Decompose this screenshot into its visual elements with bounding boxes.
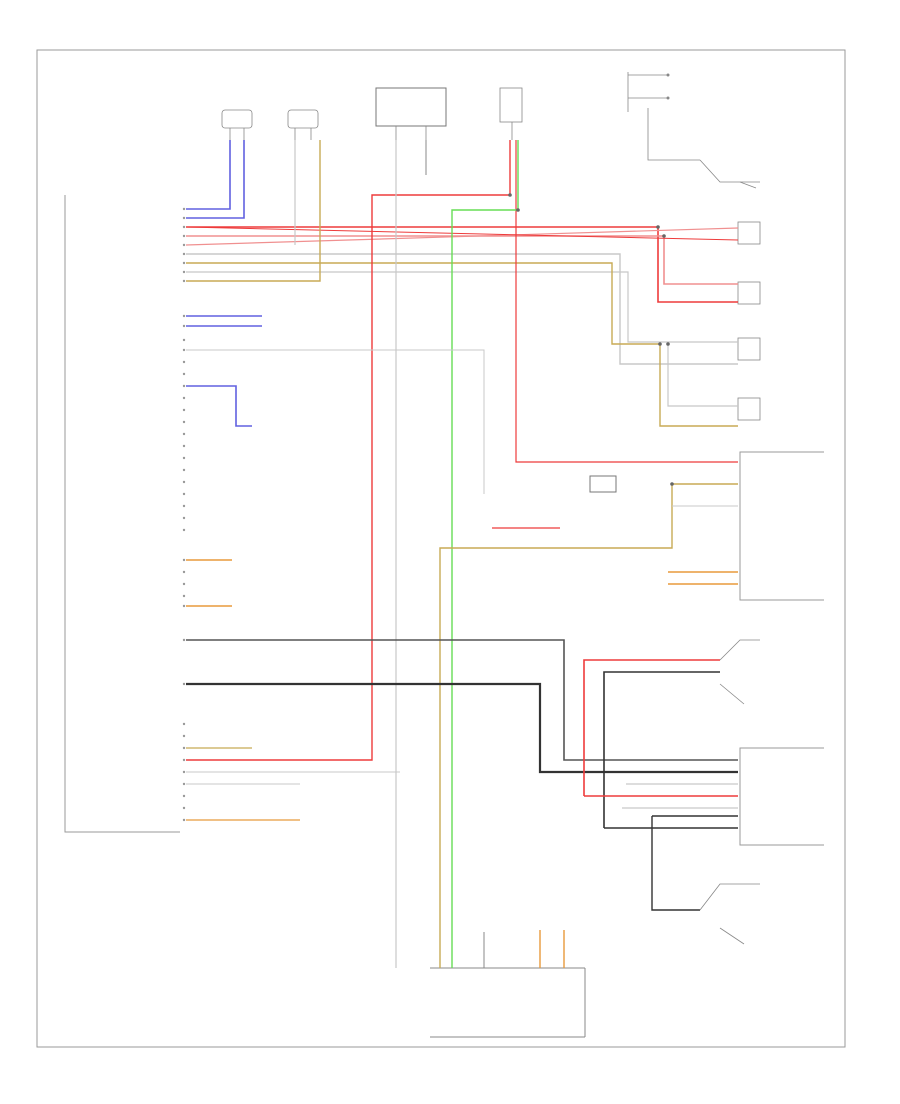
right-front-speaker [737, 221, 761, 245]
bottom-connector [430, 967, 586, 1038]
wire-dark-3 [603, 671, 720, 828]
wire-telephone-blue [186, 385, 252, 427]
wire-blue-2 [186, 140, 245, 219]
radio-module-bracket [64, 195, 180, 833]
wire-olive-left-1 [186, 262, 738, 427]
right-rear-speaker [737, 281, 761, 305]
wire-grey-telephone-misc [622, 783, 738, 809]
wire-orange-bottom [539, 930, 565, 968]
wire-grey-left-2 [186, 271, 738, 343]
left-rear-speaker [737, 397, 761, 421]
wire-red-front-2 [186, 235, 738, 285]
wire-olive-left-2 [186, 140, 321, 282]
antenna-amplifier [375, 87, 447, 140]
wire-blue-1 [186, 140, 231, 210]
telephone-module-bracket [739, 747, 824, 846]
wire-red-front-1 [186, 226, 738, 303]
left-front-speaker [737, 337, 761, 361]
antenna-relay [499, 87, 523, 140]
wire-red-antenna [186, 140, 511, 761]
relay-box [589, 475, 617, 493]
wire-red-front-4 [185, 226, 739, 241]
splice-points [508, 193, 674, 486]
wire-grey-misc [186, 771, 400, 785]
cd-changer-module-bracket [739, 451, 824, 601]
wire-dark-2 [186, 682, 738, 774]
ground-symbols [699, 181, 760, 945]
diagram-frame [36, 49, 846, 1048]
wire-pink-cd [515, 140, 738, 463]
wire-dark-5 [651, 816, 700, 911]
radio-pin-column [182, 207, 186, 822]
right-rear-tweeter [221, 109, 253, 140]
wire-grey-left-1 [186, 253, 738, 365]
left-rear-tweeter [287, 109, 319, 140]
wire-grey-cd-control [186, 349, 485, 494]
wire-green [451, 140, 519, 968]
wire-grey-left-4 [667, 344, 738, 407]
wire-red-front-3 [185, 227, 739, 246]
rear-window-antenna-connector [627, 72, 760, 183]
wire-red-telephone [583, 659, 720, 796]
wire-dark-1 [186, 639, 738, 761]
wire-olive-cd [439, 483, 738, 968]
